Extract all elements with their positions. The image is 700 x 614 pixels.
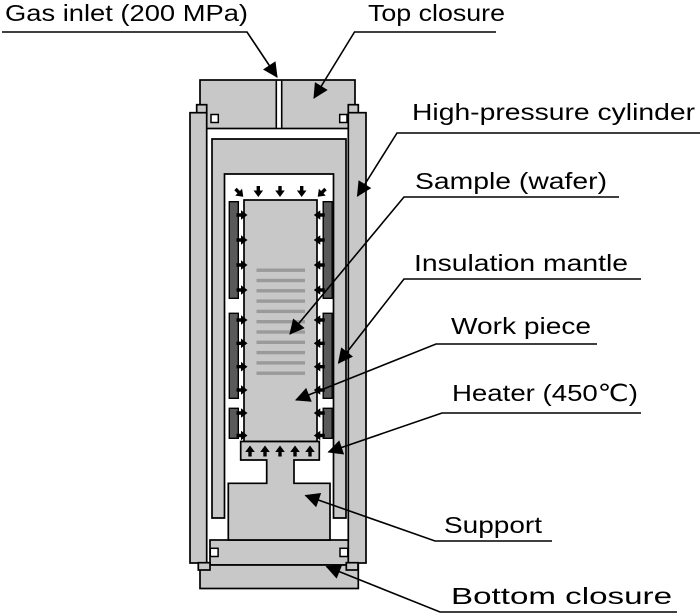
retaining-notch-top-right — [338, 113, 348, 124]
sample-wafer-stripe — [256, 299, 305, 303]
heater-strip — [228, 407, 240, 439]
heater-strip — [228, 312, 240, 399]
sample-wafer-stripe — [256, 330, 305, 334]
label-high-pressure-cylinder: High-pressure cylinder — [412, 99, 695, 125]
sample-wafer-stack — [256, 268, 305, 375]
gas-inlet-channel — [275, 80, 283, 129]
pressure-arrow-icon — [296, 186, 307, 197]
insulation-mantle-shape — [211, 138, 347, 519]
cylinder-wall-right — [345, 103, 367, 571]
leader-insulation-mantle — [337, 278, 641, 364]
labels: Gas inlet (200 MPa) Top closure High-pre… — [5, 0, 695, 609]
retaining-notch-bottom-left — [209, 547, 219, 558]
leader-work-piece — [295, 343, 597, 402]
heater-strips — [228, 200, 333, 439]
retaining-notch-bottom-right — [339, 547, 349, 558]
label-gas-inlet: Gas inlet (200 MPa) — [5, 0, 248, 26]
sample-wafer-stripe — [256, 361, 305, 365]
sample-wafer-stripe — [256, 289, 305, 293]
label-sample: Sample (wafer) — [415, 168, 607, 194]
leader-bottom-closure — [325, 564, 677, 613]
sample-wafer-stripe — [256, 371, 305, 375]
bottom-closure-shape — [199, 539, 360, 590]
retaining-notch-top-left — [210, 113, 220, 124]
label-insulation-mantle: Insulation mantle — [414, 250, 628, 276]
leader-sample — [289, 196, 619, 335]
label-top-closure: Top closure — [368, 0, 505, 26]
leader-top-closure — [313, 31, 496, 99]
sample-wafer-stripe — [256, 350, 305, 355]
sample-wafer-stripe — [256, 278, 305, 283]
leader-heater — [327, 412, 641, 455]
heater-strip — [322, 200, 333, 299]
support-shape — [227, 440, 331, 541]
cylinder-wall-left — [189, 103, 211, 571]
sample-wafer-stripe — [256, 268, 305, 272]
pressure-arrow-icon — [314, 185, 329, 201]
label-work-piece: Work piece — [451, 313, 591, 339]
sample-wafer-stripe — [256, 340, 305, 344]
heater-strip — [322, 312, 333, 399]
leader-lines — [2, 31, 700, 613]
label-bottom-closure: Bottom closure — [451, 583, 672, 609]
leader-support — [304, 493, 552, 542]
leader-high-pressure-cylinder — [356, 132, 700, 197]
pressure-vessel — [189, 79, 367, 590]
label-heater: Heater (450℃) — [452, 380, 638, 406]
leader-gas-inlet — [2, 31, 278, 78]
heater-strip — [322, 407, 333, 439]
label-support: Support — [444, 512, 543, 538]
sample-wafer-stripe — [256, 309, 305, 314]
heater-strip — [228, 200, 240, 299]
pressure-arrow-icon — [275, 186, 285, 197]
sample-wafer-stripe — [256, 320, 305, 324]
pressure-arrow-icon — [253, 186, 264, 197]
pressure-arrow-icon — [232, 185, 247, 201]
